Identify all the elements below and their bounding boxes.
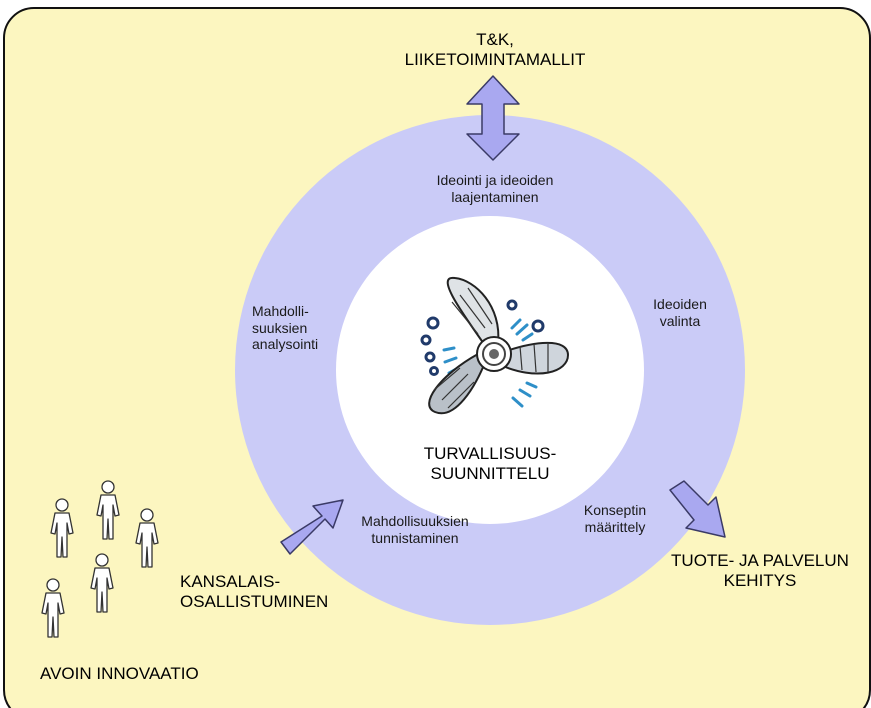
- outgoing-arrow-icon: [669, 480, 726, 538]
- ring-br-line1: Konseptin: [583, 502, 647, 518]
- ring-bottom-label: Mahdollisuuksien tunnistaminen: [340, 513, 490, 546]
- ring-br-line2: määrittely: [584, 518, 646, 535]
- ring-left-line3: analysointi: [252, 336, 319, 353]
- ring-right-line1: Ideoiden: [653, 296, 707, 312]
- ring-bottom-line1: Mahdollisuuksien: [361, 513, 469, 529]
- open-innovation-label: AVOIN INNOVAATIO: [40, 664, 260, 684]
- center-line1: TURVALLISUUS-: [423, 444, 557, 463]
- top-label-line2: LIIKETOIMINTAMALLIT: [404, 50, 586, 70]
- person-icon: [135, 508, 159, 568]
- ring-bottom-line2: tunnistaminen: [371, 529, 459, 546]
- br-line1: TUOTE- JA PALVELUN: [671, 551, 849, 570]
- top-label: T&K, LIIKETOIMINTAMALLIT: [380, 30, 610, 70]
- center-label: TURVALLISUUS- SUUNNITTELU: [400, 444, 580, 484]
- ring-right-label: Ideoiden valinta: [640, 296, 720, 329]
- center-line2: SUUNNITTELU: [430, 464, 550, 484]
- double-arrow-icon: [466, 75, 520, 161]
- ring-top-line1: Ideointi ja ideoiden: [436, 172, 554, 188]
- ring-left-line2: suuksien: [252, 319, 308, 336]
- incoming-arrow-icon: [280, 499, 344, 555]
- citizen-participation-label: KANSALAIS- OSALLISTUMINEN: [180, 572, 350, 612]
- person-icon: [96, 480, 120, 540]
- ring-top-line2: laajentaminen: [451, 188, 539, 205]
- br-line2: KEHITYS: [723, 571, 797, 591]
- people-group: [41, 480, 159, 638]
- ring-bottom-right-label: Konseptin määrittely: [565, 502, 665, 535]
- top-label-line1: T&K,: [476, 30, 514, 49]
- open-innovation-text: AVOIN INNOVAATIO: [40, 664, 199, 683]
- ring-left-line1: Mahdolli-: [252, 303, 309, 319]
- ring-top-label: Ideointi ja ideoiden laajentaminen: [390, 172, 600, 205]
- product-service-label: TUOTE- JA PALVELUN KEHITYS: [652, 551, 868, 591]
- person-icon: [50, 498, 74, 558]
- citizen-line2: OSALLISTUMINEN: [180, 592, 329, 612]
- citizen-line1: KANSALAIS-: [180, 572, 281, 591]
- propeller-icon: [420, 276, 570, 415]
- ring-left-label: Mahdolli- suuksien analysointi: [252, 303, 352, 353]
- ring-right-line2: valinta: [659, 312, 701, 329]
- person-icon: [90, 553, 114, 613]
- person-icon: [41, 578, 65, 638]
